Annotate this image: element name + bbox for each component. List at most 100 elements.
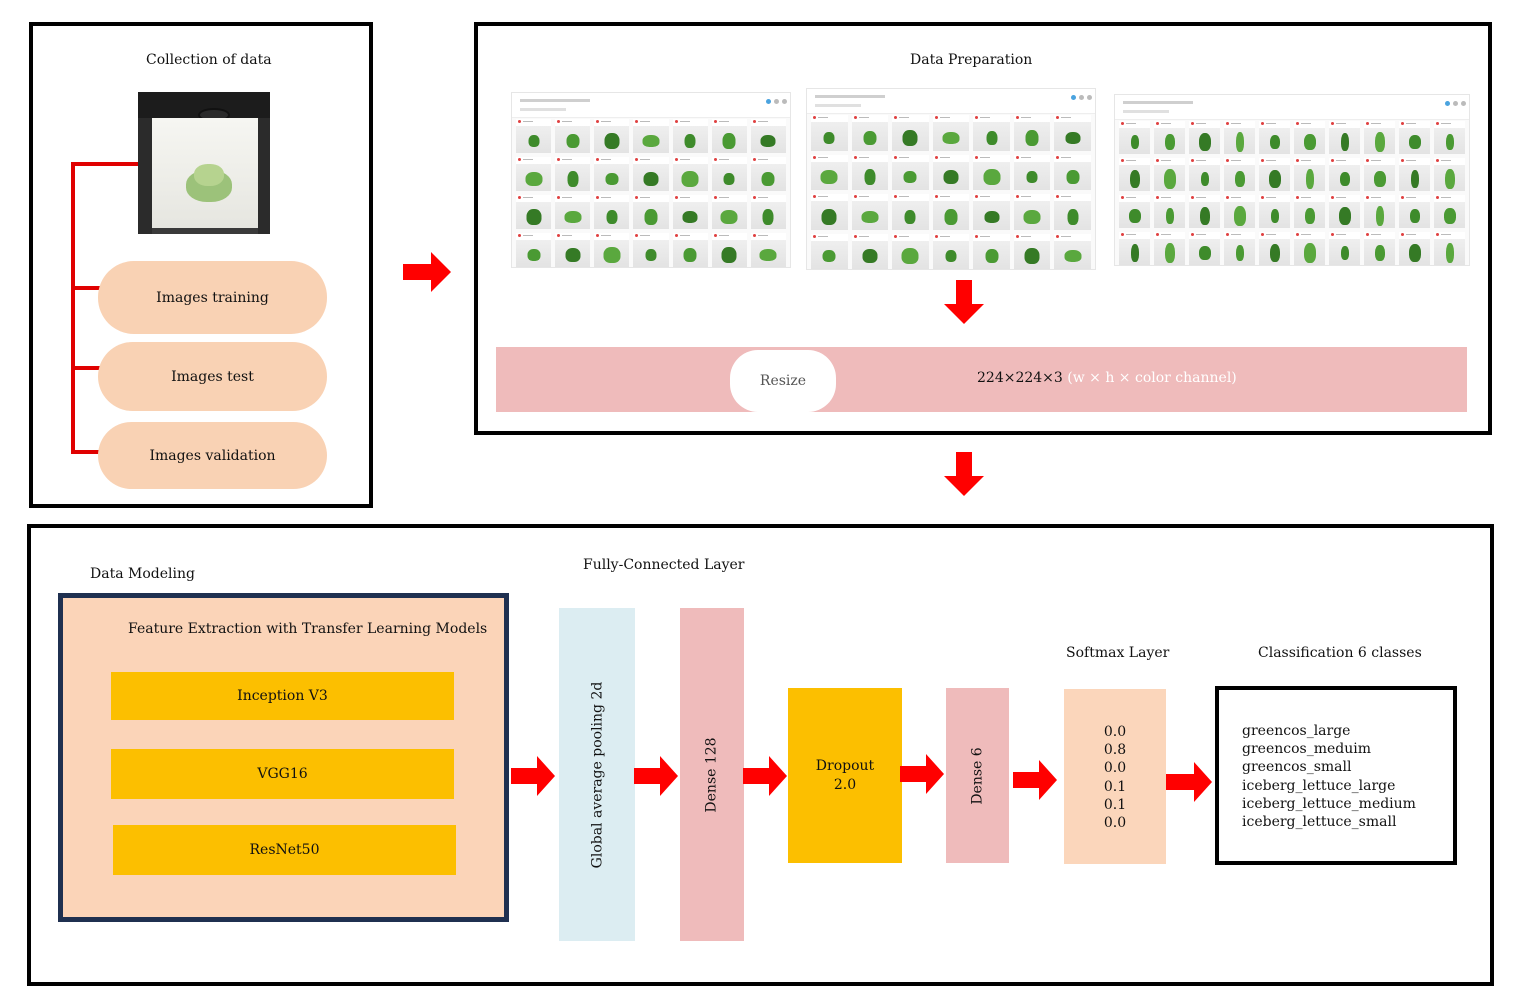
- lettuce-thumbnail: [1013, 233, 1051, 269]
- lettuce-thumbnail: [1054, 194, 1091, 230]
- lettuce-thumbnail: [892, 194, 929, 230]
- lettuce-thumbnail: [1224, 121, 1255, 154]
- lettuce-thumbnail: [1364, 158, 1395, 191]
- lettuce-thumbnail: [1364, 232, 1395, 265]
- lettuce-thumbnail: [1054, 115, 1091, 151]
- lettuce-thumbnail: [555, 157, 591, 191]
- fc-title: Fully-Connected Layer: [583, 557, 745, 573]
- lettuce-thumbnail: [1364, 195, 1395, 228]
- lettuce-thumbnail: [851, 233, 889, 269]
- class-item: greencos_small: [1242, 759, 1352, 776]
- dropout-layer: Dropout 2.0: [788, 688, 902, 863]
- lettuce-thumbnail: [932, 115, 970, 151]
- thumbnail-window-bar: [1115, 95, 1469, 120]
- lettuce-thumbnail: [1154, 121, 1185, 154]
- arrow-thumbnails-to-resize: [944, 280, 984, 324]
- lettuce-thumbnail: [1259, 195, 1290, 228]
- lettuce-thumbnail: [555, 233, 591, 267]
- images-validation-pill: Images validation: [98, 422, 327, 489]
- lettuce-thumbnail: [811, 115, 848, 151]
- lettuce-thumbnail: [892, 115, 929, 151]
- lettuce-thumbnail: [1434, 195, 1465, 228]
- dropout-label: Dropout: [815, 757, 875, 774]
- lettuce-thumbnail: [633, 119, 669, 153]
- lettuce-thumbnail: [1434, 232, 1465, 265]
- resize-band: [496, 347, 1467, 412]
- resize-dims-value: 224×224×3: [977, 370, 1063, 386]
- thumbnail-grid: [516, 119, 786, 267]
- lettuce-thumbnail: [1189, 232, 1220, 265]
- lettuce-thumbnail: [1434, 121, 1465, 154]
- lettuce-thumbnail: [594, 157, 630, 191]
- lettuce-thumbnail: [1329, 195, 1360, 228]
- lettuce-thumbnail: [1119, 195, 1150, 228]
- lettuce-thumbnail: [1189, 158, 1220, 191]
- lettuce-thumbnail: [711, 233, 747, 267]
- arrow-features-to-gap: [511, 756, 555, 796]
- resize-pill: Resize: [730, 350, 836, 412]
- lettuce-thumbnail: [1399, 121, 1430, 154]
- modeling-title: Data Modeling: [90, 566, 195, 582]
- lettuce-thumbnail: [973, 233, 1010, 269]
- lettuce-thumbnail: [750, 233, 786, 267]
- lettuce-thumbnail: [672, 233, 708, 267]
- softmax-value: 0.1: [1103, 796, 1127, 813]
- lettuce-thumbnail: [672, 119, 708, 153]
- lettuce-thumbnail: [1119, 158, 1150, 191]
- lettuce-thumbnail: [1013, 115, 1051, 151]
- global-average-pooling-layer: Global average pooling 2d: [559, 608, 635, 941]
- lettuce-thumbnail: [672, 157, 708, 191]
- collection-title: Collection of data: [146, 52, 272, 68]
- class-item: iceberg_lettuce_large: [1242, 777, 1396, 794]
- lettuce-thumbnail: [851, 115, 889, 151]
- lettuce-thumbnail: [1294, 232, 1325, 265]
- softmax-value: 0.0: [1103, 724, 1127, 740]
- lettuce-thumbnail: [1399, 158, 1430, 191]
- lettuce-thumbnail: [594, 119, 630, 153]
- lettuce-thumbnail: [555, 119, 591, 153]
- lettuce-thumbnail: [892, 154, 929, 190]
- lettuce-thumbnail: [633, 233, 669, 267]
- lettuce-thumbnail: [1224, 232, 1255, 265]
- arrow-softmax-to-classes: [1166, 762, 1212, 802]
- lettuce-thumbnail: [811, 154, 848, 190]
- arrow-preparation-to-modeling: [944, 452, 984, 496]
- lettuce-thumbnail: [932, 154, 970, 190]
- lettuce-thumbnail: [1054, 154, 1091, 190]
- lightbox-photo: [138, 92, 270, 234]
- arrow-dense6-to-softmax: [1013, 760, 1057, 800]
- arrow-collection-to-preparation: [403, 252, 451, 292]
- classification-title: Classification 6 classes: [1258, 645, 1422, 661]
- lettuce-thumbnail: [973, 115, 1010, 151]
- lettuce-thumbnail: [932, 194, 970, 230]
- images-test-pill: Images test: [98, 342, 327, 411]
- lettuce-thumbnail: [1154, 195, 1185, 228]
- softmax-value: 0.0: [1103, 760, 1127, 777]
- lettuce-thumbnail: [1329, 232, 1360, 265]
- lettuce-thumbnail: [851, 194, 889, 230]
- lettuce-thumbnail: [1294, 121, 1325, 154]
- softmax-value: 0.0: [1103, 815, 1127, 832]
- model-resnet50: ResNet50: [113, 825, 456, 875]
- thumbnail-window-bar: [807, 89, 1095, 114]
- lettuce-thumbnail: [516, 233, 552, 267]
- dropout-value: 2.0: [833, 776, 857, 793]
- dense-6-layer: Dense 6: [946, 688, 1009, 863]
- arrow-dense128-to-dropout: [743, 756, 787, 796]
- classification-box: [1215, 686, 1457, 865]
- lettuce-thumbnail: [750, 157, 786, 191]
- arrow-gap-to-dense128: [634, 756, 678, 796]
- resize-dims-note: (w × h × color channel): [1067, 370, 1237, 386]
- lettuce-thumbnail: [516, 195, 552, 229]
- lettuce-thumbnail: [633, 195, 669, 229]
- lettuce-thumbnail: [1364, 121, 1395, 154]
- class-item: greencos_meduim: [1242, 741, 1371, 758]
- thumbnail-window-bar: [512, 93, 790, 118]
- preparation-title: Data Preparation: [910, 52, 1033, 68]
- collection-connector: [71, 162, 138, 454]
- lettuce-thumbnail: [672, 195, 708, 229]
- model-inception-v3: Inception V3: [111, 672, 454, 720]
- arrow-dropout-to-dense6: [900, 754, 944, 794]
- lettuce-thumbnail: [1054, 233, 1091, 269]
- lettuce-thumbnail: [932, 233, 970, 269]
